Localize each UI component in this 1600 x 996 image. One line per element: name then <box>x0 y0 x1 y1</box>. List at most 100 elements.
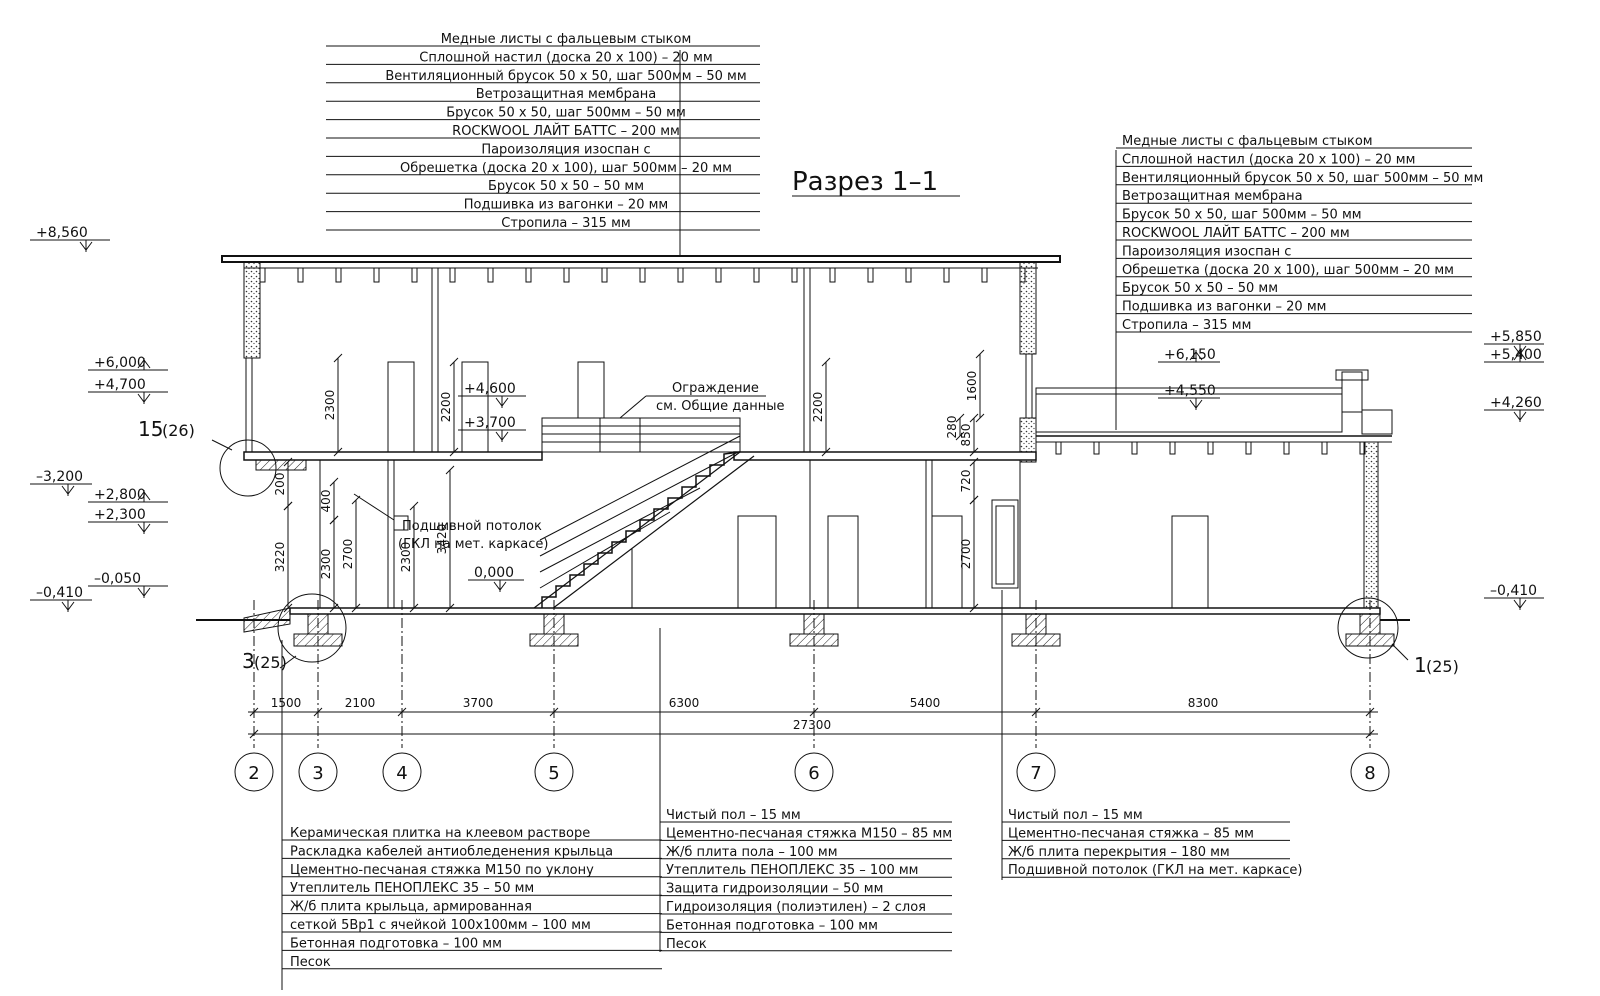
layer-label: Брусок 50 х 50 – 50 мм <box>488 179 644 194</box>
layer-label: Обрешетка (доска 20 х 100), шаг 500мм – … <box>1122 263 1454 278</box>
height-dimension: 2200 <box>439 392 453 423</box>
layer-label: Вентиляционный брусок 50 х 50, шаг 500мм… <box>1122 171 1483 186</box>
stair <box>533 435 755 613</box>
section-title: Разрез 1–1 <box>792 167 938 197</box>
level-mark: +3,700 <box>464 415 516 431</box>
layer-label: Утеплитель ПЕНОПЛЕКС 35 – 50 мм <box>290 881 534 896</box>
span-dimension: 1500 <box>271 696 302 710</box>
span-dimension: 6300 <box>669 696 700 710</box>
level-mark: –0,410 <box>36 585 83 601</box>
level-marks: +8,560+6,000+4,700–3,200+2,800+2,300–0,0… <box>30 225 1544 612</box>
layer-label: Брусок 50 х 50, шаг 500мм – 50 мм <box>1122 208 1362 223</box>
level-mark: +2,800 <box>94 487 146 503</box>
layer-label: Сплошной настил (доска 20 х 100) – 20 мм <box>419 50 712 65</box>
layer-label: Песок <box>666 937 707 952</box>
layer-label: Стропила – 315 мм <box>501 216 630 231</box>
layer-label: Вентиляционный брусок 50 х 50, шаг 500мм… <box>385 69 746 84</box>
span-dimension: 5400 <box>910 696 941 710</box>
layer-label: Обрешетка (доска 20 х 100), шаг 500мм – … <box>400 161 732 176</box>
layer-label: Ж/б плита пола – 100 мм <box>666 845 838 860</box>
svg-text:Ограждение: Ограждение <box>672 381 759 396</box>
callout-15: 15 <box>138 417 163 441</box>
axis-label: 6 <box>808 763 819 784</box>
height-dimension: 2700 <box>959 539 973 570</box>
layer-label: сеткой 5Вр1 с ячейкой 100х100мм – 100 мм <box>290 918 591 933</box>
height-dimension: 850 <box>959 424 973 447</box>
layer-label: Подшивка из вагонки – 20 мм <box>1122 300 1326 315</box>
level-mark: 0,000 <box>474 565 514 581</box>
height-dimension: 200 <box>273 473 287 496</box>
ceiling-note: Подшивной потолок (ГКЛ на мет. каркасе) <box>353 493 548 552</box>
svg-text:(ГКЛ на мет. каркасе): (ГКЛ на мет. каркасе) <box>398 537 548 552</box>
layer-label: Бетонная подготовка – 100 мм <box>290 936 502 951</box>
axis-label: 5 <box>548 763 559 784</box>
height-dimension: 280 <box>945 416 959 439</box>
svg-text:Подшивной потолок: Подшивной потолок <box>402 519 542 534</box>
level-mark: +4,700 <box>94 377 146 393</box>
height-dimension: 2300 <box>319 549 333 580</box>
level-mark: +5,850 <box>1490 329 1542 345</box>
height-dimension: 2700 <box>341 539 355 570</box>
layer-label: Медные листы с фальцевым стыком <box>1122 134 1373 149</box>
callout-3: 3 <box>242 649 255 673</box>
layer-label: Бетонная подготовка – 100 мм <box>666 918 878 933</box>
layer-label: Подшивка из вагонки – 20 мм <box>464 198 668 213</box>
svg-text:(26): (26) <box>162 421 195 440</box>
floor-slab <box>243 451 543 461</box>
svg-text:(25): (25) <box>1426 657 1459 676</box>
layer-label: Керамическая плитка на клеевом растворе <box>290 826 590 841</box>
level-mark: –0,410 <box>1490 583 1537 599</box>
layer-label: Раскладка кабелей антиобледенения крыльц… <box>290 844 613 859</box>
left-wall-upper <box>243 261 261 359</box>
svg-text:(25): (25) <box>254 653 287 672</box>
ground-slab <box>289 607 1381 615</box>
layer-label: Песок <box>290 955 331 970</box>
layer-label: Ветрозащитная мембрана <box>1122 189 1303 204</box>
layer-label: Медные листы с фальцевым стыком <box>441 32 692 47</box>
axis-label: 8 <box>1364 763 1375 784</box>
layer-label: Брусок 50 х 50 – 50 мм <box>1122 281 1278 296</box>
axis-label: 3 <box>312 763 323 784</box>
height-dimension: 2300 <box>323 390 337 421</box>
layer-label: Пароизоляция изоспан с <box>1122 244 1291 259</box>
layer-label: Чистый пол – 15 мм <box>1008 808 1143 823</box>
height-dimension: 1600 <box>965 371 979 402</box>
layer-label: Брусок 50 х 50, шаг 500мм – 50 мм <box>446 106 686 121</box>
height-dimension: 720 <box>959 470 973 493</box>
layer-label: Сплошной настил (доска 20 х 100) – 20 мм <box>1122 152 1415 167</box>
detail-callouts <box>211 439 1409 669</box>
axis-label: 7 <box>1030 763 1041 784</box>
span-dimension: 2100 <box>345 696 376 710</box>
level-mark: +4,600 <box>464 381 516 397</box>
layer-label: ROCKWOOL ЛАЙТ БАТТС – 200 мм <box>452 123 680 139</box>
svg-text:см. Общие данные: см. Общие данные <box>656 399 785 414</box>
foundations <box>293 613 1395 647</box>
layer-label: Гидроизоляция (полиэтилен) – 2 слоя <box>666 900 926 915</box>
level-mark: +4,260 <box>1490 395 1542 411</box>
layer-label: Стропила – 315 мм <box>1122 318 1251 333</box>
level-mark: –3,200 <box>36 469 83 485</box>
right-wing-wall <box>1363 441 1379 609</box>
layer-label: Пароизоляция изоспан с <box>481 142 650 157</box>
layer-label: Защита гидроизоляции – 50 мм <box>666 882 883 897</box>
level-mark: +5,400 <box>1490 347 1542 363</box>
span-dimension: 3700 <box>463 696 494 710</box>
layer-label: Чистый пол – 15 мм <box>666 808 801 823</box>
level-mark: +6,000 <box>94 355 146 371</box>
right-wall-upper <box>1019 261 1037 355</box>
railing-note: Ограждение см. Общие данные <box>619 381 785 419</box>
level-mark: –0,050 <box>94 571 141 587</box>
porch-layers: Керамическая плитка на клеевом раствореР… <box>282 826 662 970</box>
layer-label: Подшивной потолок (ГКЛ на мет. каркасе) <box>1008 863 1302 878</box>
level-mark: +2,300 <box>94 507 146 523</box>
layer-label: Утеплитель ПЕНОПЛЕКС 35 – 100 мм <box>666 863 919 878</box>
axis-label: 4 <box>396 763 407 784</box>
roof-right-layers: Медные листы с фальцевым стыкомСплошной … <box>1116 134 1483 333</box>
span-dimension: 8300 <box>1188 696 1219 710</box>
height-dimension: 3420 <box>435 524 449 555</box>
layer-label: Ветрозащитная мембрана <box>476 87 657 102</box>
